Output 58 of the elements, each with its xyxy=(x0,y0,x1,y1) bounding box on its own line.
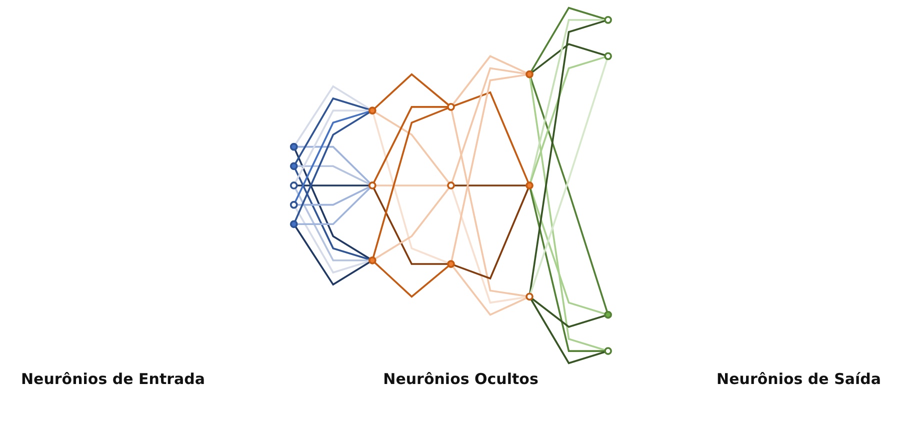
neuron-circle xyxy=(290,200,298,208)
connection-line xyxy=(529,18,606,182)
neuron-circle xyxy=(526,70,534,78)
neuron-circle xyxy=(447,181,455,189)
neuron-circle xyxy=(526,181,534,189)
connection-line xyxy=(450,109,527,297)
connection-line xyxy=(454,184,527,186)
connection-line xyxy=(452,54,528,105)
neuron-circle xyxy=(368,106,376,114)
connection-line xyxy=(529,188,606,352)
neuron-circle xyxy=(290,162,298,170)
connection-line xyxy=(294,187,370,261)
connection-line xyxy=(294,110,370,202)
connection-line xyxy=(296,186,370,206)
connection-line xyxy=(531,42,606,73)
connection-line xyxy=(294,109,370,183)
connection-line xyxy=(296,164,370,184)
connection-line xyxy=(454,187,530,280)
neuron-circle xyxy=(290,181,298,189)
layer-label: Neurônios de Saída xyxy=(716,370,881,388)
neuron-circle xyxy=(290,220,298,228)
connection-line xyxy=(294,226,370,286)
connection-line xyxy=(294,96,370,164)
connection-line xyxy=(450,73,527,261)
connection-line xyxy=(452,265,528,316)
connection-line xyxy=(530,6,606,72)
connection-line xyxy=(451,188,527,304)
neuron-circle xyxy=(447,260,455,268)
connection-line xyxy=(454,90,530,183)
connection-line xyxy=(375,184,448,186)
connection-line xyxy=(374,261,450,298)
layer-label: Neurônios de Entrada xyxy=(21,370,205,388)
connection-line xyxy=(294,168,370,260)
connection-line xyxy=(296,186,371,225)
neuron-circle xyxy=(604,310,612,318)
connection-line xyxy=(294,110,370,222)
connection-line xyxy=(294,206,370,274)
connection-line xyxy=(294,84,370,144)
neuron-circle xyxy=(526,292,534,300)
neuron-circle xyxy=(604,16,612,24)
connection-line xyxy=(531,297,606,328)
neuron-circle xyxy=(447,102,455,110)
connection-line xyxy=(530,188,606,314)
layer-label: Neurônios Ocultos xyxy=(383,370,538,388)
connection-line xyxy=(451,66,527,182)
connection-line xyxy=(374,72,450,109)
connection-line xyxy=(530,298,606,364)
neuron-circle xyxy=(368,256,376,264)
neuron-circle xyxy=(290,142,298,150)
connection-line xyxy=(296,184,370,186)
neuron-circle xyxy=(604,52,612,60)
connection-line xyxy=(530,56,606,182)
connection-line xyxy=(529,19,606,294)
connection-line xyxy=(529,76,606,351)
neuron-circle xyxy=(604,346,612,354)
connection-line xyxy=(294,148,370,260)
neuron-circle xyxy=(368,181,376,189)
connection-line xyxy=(296,145,371,184)
